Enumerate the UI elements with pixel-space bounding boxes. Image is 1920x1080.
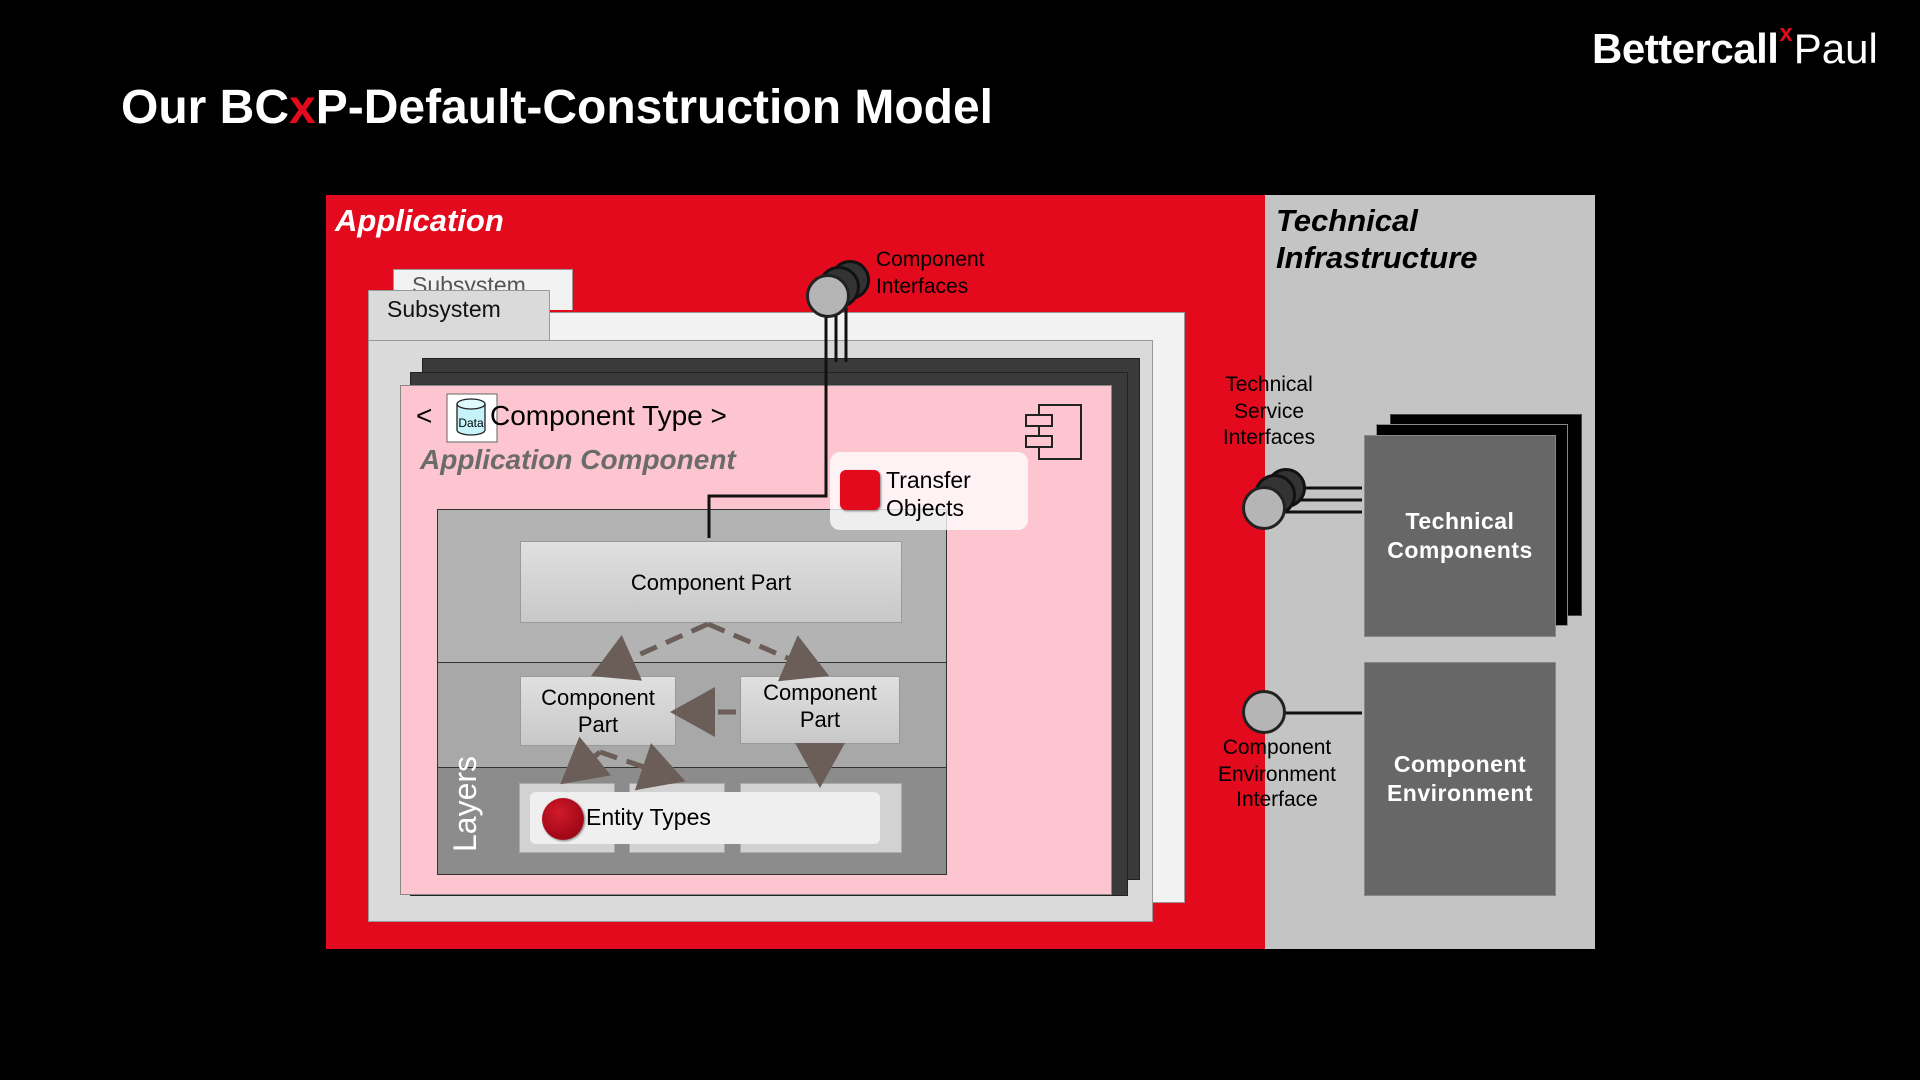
transfer-object-icon xyxy=(840,470,880,510)
technical-service-interfaces-label-line-1: Technical xyxy=(1225,373,1313,396)
component-environment-box: Component Environment xyxy=(1364,662,1556,896)
technical-service-interfaces-label-line-2: Service xyxy=(1233,400,1305,423)
application-title: Application xyxy=(335,203,504,238)
component-part-top: Component Part xyxy=(520,541,902,623)
component-part-mid-right: Component Part xyxy=(740,676,900,744)
service-lollipop-1 xyxy=(1242,486,1286,530)
technical-components-box: Technical Components xyxy=(1364,435,1556,637)
environment-interface-label-line-3: Interface xyxy=(1236,788,1318,811)
data-store-icon: Data xyxy=(446,393,498,443)
component-part-mid-left-line-1: Component xyxy=(541,685,655,710)
technical-components-line-2: Components xyxy=(1387,537,1533,563)
brand-x: x xyxy=(1779,20,1793,47)
component-environment-line-1: Component xyxy=(1393,751,1527,777)
environment-interface-label-line-1: Component xyxy=(1222,736,1332,759)
subsystem-front-tab: Subsystem xyxy=(368,290,550,342)
technical-components-line-1: Technical xyxy=(1405,508,1515,534)
title-x: x xyxy=(289,81,316,134)
brand-part-1: Bettercall xyxy=(1592,25,1779,72)
slide-title: Our BCxP-Default-Construction Model xyxy=(121,80,993,135)
application-component-label: Application Component xyxy=(420,444,736,475)
brand-logo: BettercallxPaul xyxy=(1592,20,1878,73)
transfer-objects-label-line-1: Transfer xyxy=(886,467,971,493)
entity-types-label: Entity Types xyxy=(586,804,711,830)
entity-types-bar xyxy=(530,792,880,844)
data-icon-label: Data xyxy=(458,416,484,430)
component-environment-line-2: Environment xyxy=(1386,780,1534,806)
title-pre: Our BC xyxy=(121,81,289,134)
technical-service-interfaces-label-line-3: Interfaces xyxy=(1222,426,1316,449)
component-type-prefix: < xyxy=(416,400,433,431)
component-part-top-label: Component Part xyxy=(630,569,792,595)
component-part-mid-left: Component Part xyxy=(520,676,676,746)
environment-interface-lollipop xyxy=(1242,690,1286,734)
component-interfaces-label-line-2: Interfaces xyxy=(876,275,969,298)
component-part-mid-left-line-2: Part xyxy=(577,712,619,737)
subsystem-front-label: Subsystem xyxy=(387,296,501,322)
interface-lollipop-1 xyxy=(806,274,850,318)
transfer-objects-label-line-2: Objects xyxy=(886,495,964,521)
environment-interface-label-line-2: Environment xyxy=(1218,763,1336,786)
component-part-mid-right-label: Component Part xyxy=(763,680,877,732)
technical-infrastructure-title-line-2: Infrastructure xyxy=(1276,240,1478,275)
technical-infrastructure-title-line-1: Technical xyxy=(1276,203,1418,238)
uml-component-icon xyxy=(1025,404,1082,460)
title-post: P-Default-Construction Model xyxy=(315,81,993,134)
entity-icon xyxy=(542,798,584,840)
component-interfaces-label-line-1: Component xyxy=(876,248,985,271)
component-type-label: Component Type > xyxy=(490,400,727,431)
brand-part-2: Paul xyxy=(1793,25,1878,72)
